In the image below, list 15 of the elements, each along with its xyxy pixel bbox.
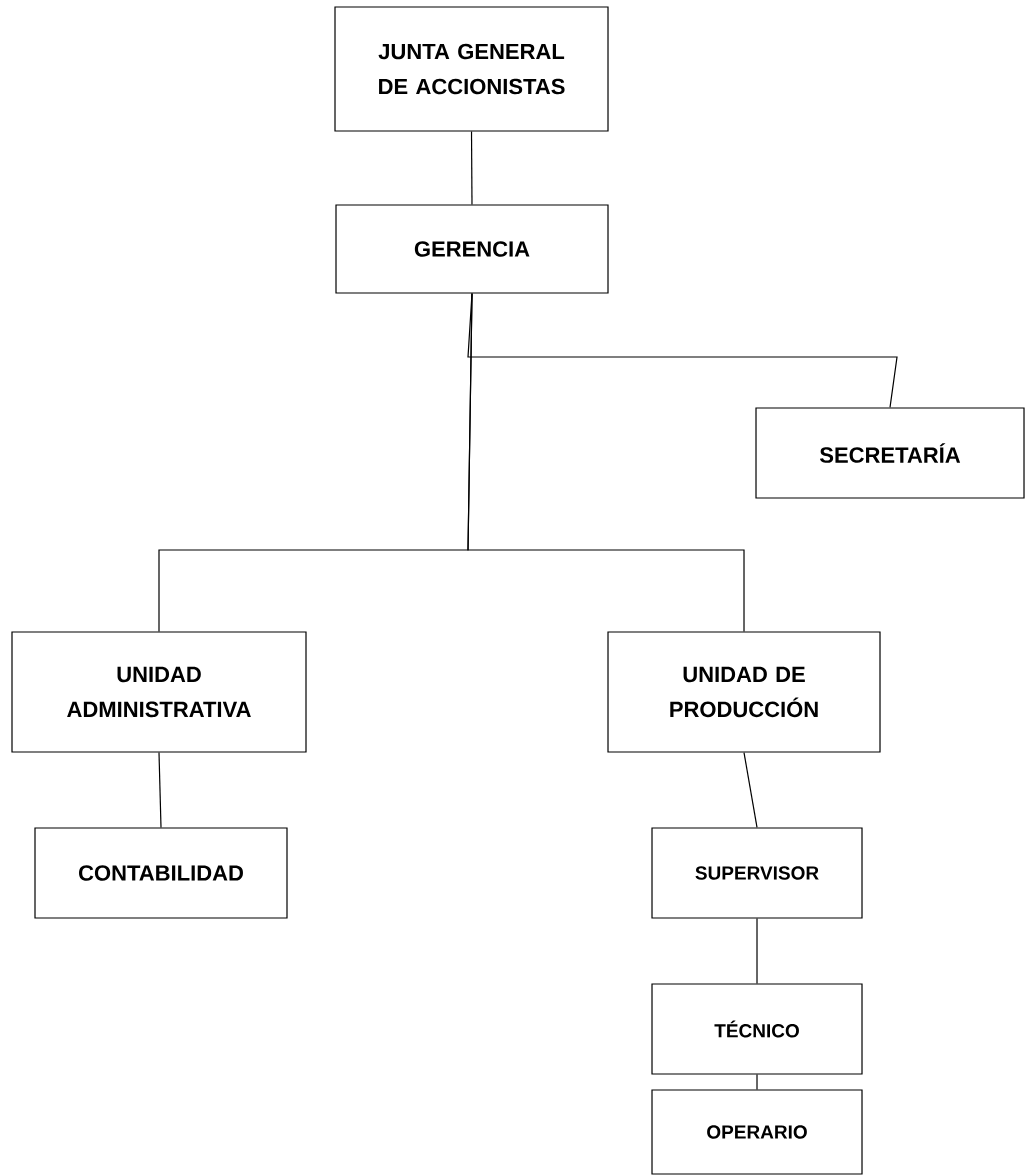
org-box: OPERARIO [651,1089,863,1175]
connector-line [470,131,473,205]
org-box: UNIDAD ADMINISTRATIVA [11,631,307,753]
org-box: JUNTA GENERAL DE ACCIONISTAS [334,6,609,132]
org-box: TÉCNICO [651,983,863,1075]
connector-line [743,752,758,828]
connector-line [158,752,162,828]
connector-line [756,918,758,984]
connector-line [756,1074,758,1090]
org-box: SUPERVISOR [651,827,863,919]
org-box: CONTABILIDAD [34,827,288,919]
org-box: SECRETARÍA [755,407,1025,499]
org-box: GERENCIA [335,204,609,294]
org-box: UNIDAD DE PRODUCCIÓN [607,631,881,753]
connector-line [467,293,745,632]
